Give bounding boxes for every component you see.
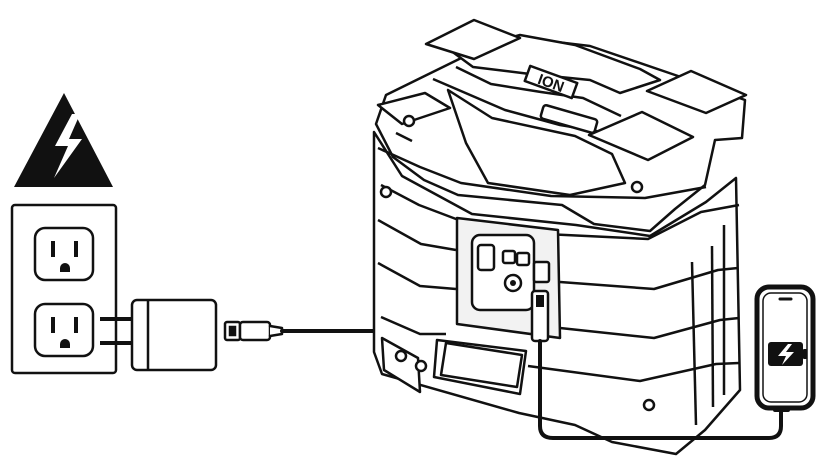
battery-charging-icon [768,342,807,366]
smartphone-charging-icon [754,284,816,411]
usb-wall-adapter-icon [100,298,242,372]
wall-outlet-icon [10,203,118,375]
high-voltage-warning-icon [14,93,113,187]
portable-speaker-icon: ION [372,18,748,456]
